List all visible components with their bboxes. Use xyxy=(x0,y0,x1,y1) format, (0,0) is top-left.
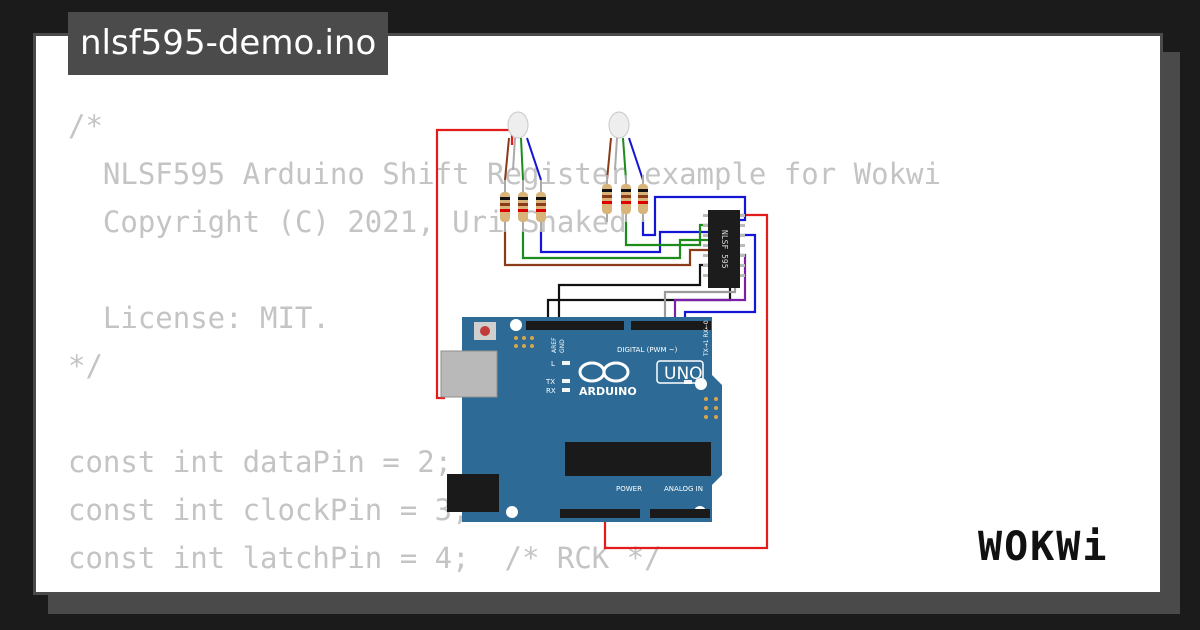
analog-header[interactable] xyxy=(650,509,710,518)
rx-label: RX xyxy=(546,387,556,395)
power-header[interactable] xyxy=(560,509,640,518)
wire-red-5v xyxy=(603,213,769,550)
shift-register-chip[interactable]: NLSF 595 xyxy=(703,210,745,288)
rgb-led-2[interactable] xyxy=(606,111,644,181)
wire-blue-1 xyxy=(539,230,708,254)
code-line: const int latchPin = 4; /* RCK */ xyxy=(68,541,662,575)
code-line: /* xyxy=(68,109,103,143)
board-brand: ARDUINO xyxy=(579,385,637,398)
digital-label: DIGITAL (PWM ~) xyxy=(617,346,678,354)
resistor[interactable] xyxy=(602,175,612,222)
wire-black-1 xyxy=(557,263,708,323)
wire-green-1 xyxy=(521,230,708,260)
arduino-logo-icon xyxy=(578,361,630,383)
code-snippet: /* NLSF595 Arduino Shift Register exampl… xyxy=(68,102,941,582)
wire-blue-2 xyxy=(641,195,747,237)
rgb-led-1[interactable] xyxy=(504,111,542,181)
code-line: */ xyxy=(68,349,103,383)
analog-label: ANALOG IN xyxy=(664,485,703,493)
txrx-label: TX→1 RX←0 xyxy=(703,320,710,357)
code-line: Copyright (C) 2021, Uri Shaked xyxy=(68,205,627,239)
aref-label: AREF xyxy=(551,337,558,353)
wire-blue-3 xyxy=(683,233,757,323)
code-line: License: MIT. xyxy=(68,301,330,335)
arduino-uno-board[interactable]: UNO ARDUINO DIGITAL (PWM ~) POWER ANALOG… xyxy=(440,317,722,522)
code-line: const int dataPin = 2; xyxy=(68,445,453,479)
project-title: nlsf595-demo.ino xyxy=(68,12,389,75)
wire-brown-gnd xyxy=(503,230,708,267)
power-label: POWER xyxy=(616,485,642,493)
board-model: UNO xyxy=(664,364,703,384)
code-line: const int clockPin = 3; xyxy=(68,493,470,527)
chip-label: NLSF 595 xyxy=(720,230,729,269)
resistor[interactable] xyxy=(638,175,648,222)
gnd-label: GND xyxy=(559,339,566,353)
digital-header-left[interactable] xyxy=(526,321,624,330)
code-line: NLSF595 Arduino Shift Register example f… xyxy=(68,157,941,191)
resistor[interactable] xyxy=(621,175,631,222)
wires xyxy=(435,128,769,550)
resistors xyxy=(500,175,648,232)
resistor[interactable] xyxy=(536,180,546,232)
wire-green-2 xyxy=(624,220,708,247)
circuit-diagram: NLSF 595 xyxy=(435,111,769,550)
wokwi-logo[interactable]: WOKWi xyxy=(978,524,1109,570)
digital-header-right[interactable] xyxy=(631,321,711,330)
tx-label: TX xyxy=(545,378,555,386)
resistor[interactable] xyxy=(500,180,510,232)
l-label: L xyxy=(551,360,555,368)
on-label: ON xyxy=(695,378,706,386)
resistor[interactable] xyxy=(518,180,528,232)
